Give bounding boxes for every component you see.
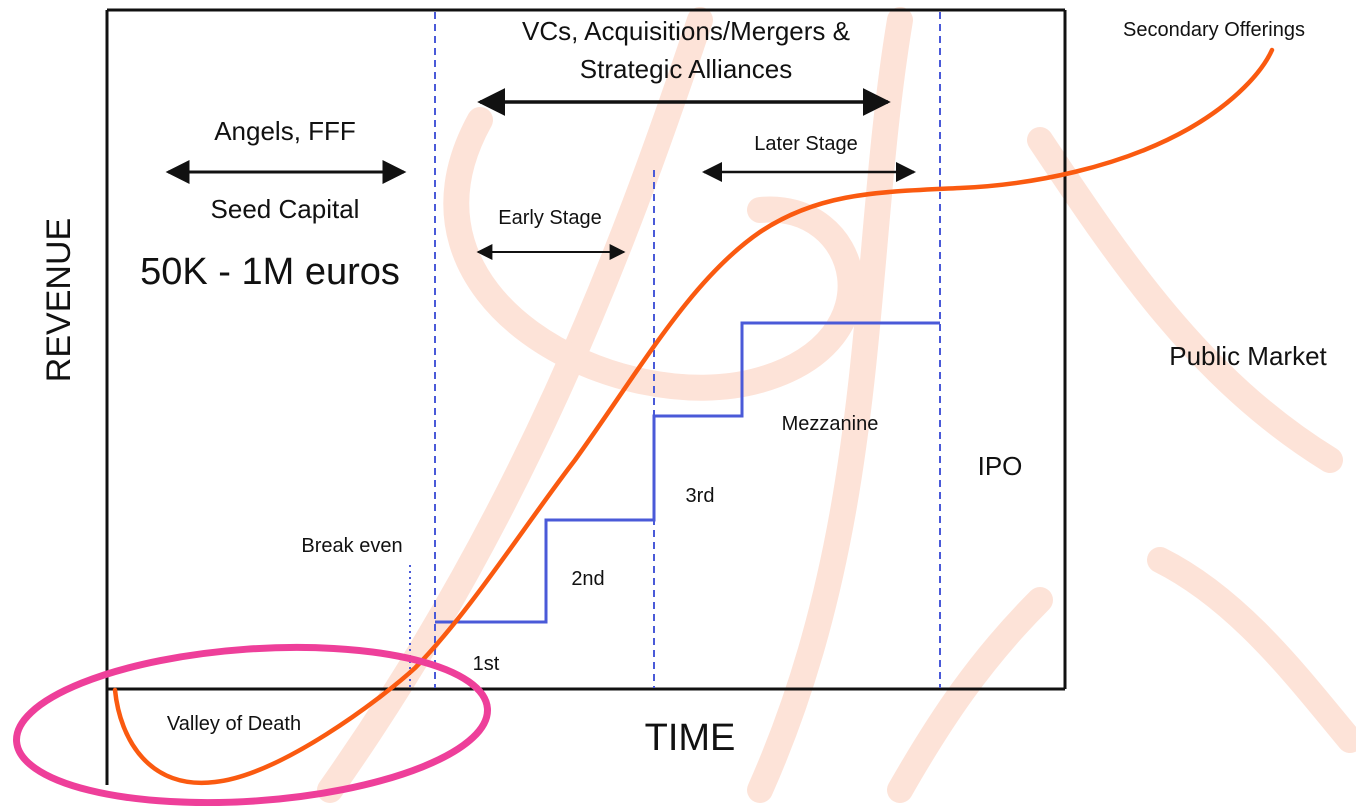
break-even-label: Break even bbox=[301, 535, 402, 557]
seed-subtitle: Seed Capital bbox=[211, 194, 360, 224]
vc-title-line2: Strategic Alliances bbox=[580, 54, 792, 84]
ipo-label: IPO bbox=[978, 451, 1023, 481]
funding-round-steps bbox=[435, 321, 940, 624]
revenue-curve bbox=[112, 47, 1275, 786]
y-axis-label: REVENUE bbox=[40, 218, 78, 382]
round-3rd-label: 3rd bbox=[686, 485, 715, 507]
public-market-label: Public Market bbox=[1169, 341, 1327, 371]
round-2nd-label: 2nd bbox=[571, 568, 604, 590]
chart-frame bbox=[105, 8, 1067, 785]
vc-title-line1: VCs, Acquisitions/Mergers & bbox=[522, 16, 850, 46]
early-stage-label: Early Stage bbox=[498, 207, 601, 229]
secondary-offerings-label: Secondary Offerings bbox=[1123, 19, 1305, 41]
seed-title: Angels, FFF bbox=[214, 116, 356, 146]
valley-of-death-label: Valley of Death bbox=[167, 713, 301, 735]
round-1st-label: 1st bbox=[473, 653, 500, 675]
seed-amount: 50K - 1M euros bbox=[140, 251, 400, 293]
valley-of-death-ring bbox=[13, 643, 491, 806]
later-stage-label: Later Stage bbox=[754, 133, 857, 155]
x-axis-label: TIME bbox=[645, 717, 736, 759]
round-mezzanine-label: Mezzanine bbox=[782, 413, 879, 435]
